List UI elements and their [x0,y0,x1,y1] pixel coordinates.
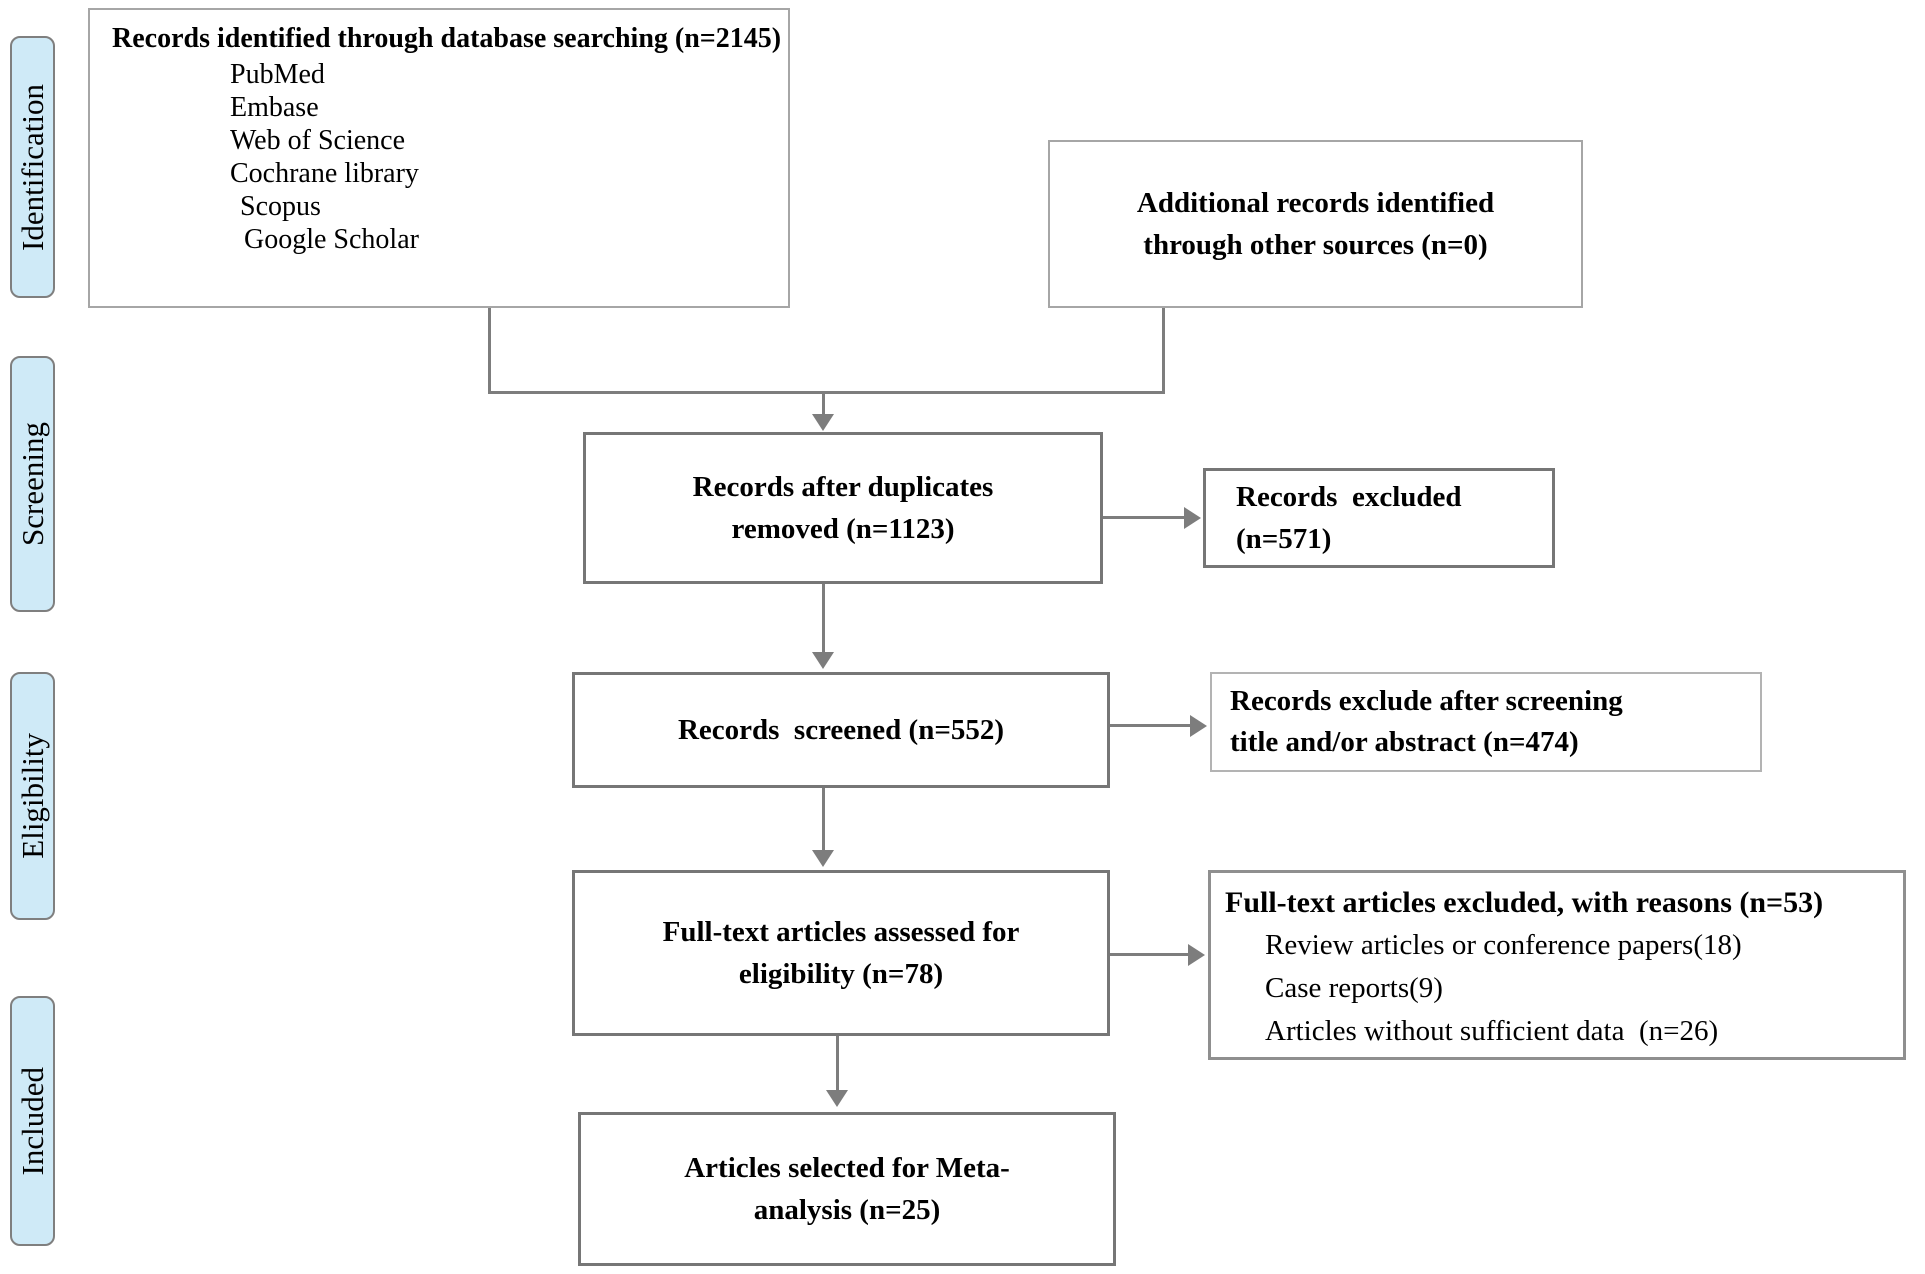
arrow-to-screening-excluded-head [1190,715,1207,737]
arrow-to-fulltext-line [822,788,825,850]
box-duplicates-removed: Records after duplicates removed (n=1123… [583,432,1103,584]
arrow-to-screened-line [822,584,825,652]
fulltext-assessed-line2: eligibility (n=78) [738,958,944,990]
source-pubmed: PubMed [230,59,325,90]
fulltext-excluded-reason-3: Articles without sufficient data (n=26) [1265,1015,1719,1047]
stage-included-label: Included [14,1066,50,1176]
duplicates-removed-line1: Records after duplicates [692,471,994,503]
box-fulltext-assessed: Full-text articles assessed for eligibil… [572,870,1110,1036]
source-google-scholar: Google Scholar [244,224,419,255]
box-records-excluded: Records excluded (n=571) [1203,468,1555,568]
arrow-to-screening-excluded-line [1110,724,1190,727]
arrow-to-fulltext-excluded-head [1188,944,1205,966]
arrow-to-screened-head [812,652,834,669]
arrow-to-meta-head [826,1090,848,1107]
stage-screening-label: Screening [14,422,50,546]
box-records-screened: Records screened (n=552) [572,672,1110,788]
box-fulltext-excluded: Full-text articles excluded, with reason… [1208,870,1906,1060]
arrow-to-fulltext-head [812,850,834,867]
arrow-to-excluded-head [1184,507,1201,529]
box-screening-excluded: Records exclude after screening title an… [1210,672,1762,772]
fulltext-excluded-reason-2: Case reports(9) [1265,972,1443,1004]
box-records-identified: Records identified through database sear… [88,8,790,308]
box-meta-analysis: Articles selected for Meta- analysis (n=… [578,1112,1116,1266]
records-excluded-line2: (n=571) [1236,523,1332,555]
stage-eligibility-label: Eligibility [14,733,50,859]
stage-included: Included [10,996,55,1246]
screening-excluded-line2: title and/or abstract (n=474) [1230,726,1579,758]
fulltext-excluded-reason-1: Review articles or conference papers(18) [1265,929,1742,961]
meta-analysis-line2: analysis (n=25) [753,1194,941,1226]
box-additional-records: Additional records identified through ot… [1048,140,1583,308]
stage-identification: Identification [10,36,55,298]
meta-analysis-line1: Articles selected for Meta- [684,1152,1010,1184]
arrow-to-excluded-line [1103,516,1184,519]
arrow-to-meta-line [836,1036,839,1092]
stage-identification-label: Identification [14,83,50,251]
stage-screening: Screening [10,356,55,612]
connector-merge-horizontal [488,391,1165,394]
records-identified-title: Records identified through database sear… [112,23,782,54]
arrow-to-duplicates-line [822,391,825,418]
screening-excluded-line1: Records exclude after screening [1230,685,1623,717]
duplicates-removed-line2: removed (n=1123) [731,513,955,545]
additional-records-line1: Additional records identified [1136,187,1495,219]
stage-eligibility: Eligibility [10,672,55,920]
records-screened-line1: Records screened (n=552) [677,714,1005,746]
arrow-to-fulltext-excluded-line [1110,953,1188,956]
fulltext-excluded-title: Full-text articles excluded, with reason… [1225,886,1824,919]
connector-additional-drop [1162,308,1165,394]
connector-identified-drop [488,308,491,394]
arrow-to-duplicates-head [812,414,834,431]
source-web-of-science: Web of Science [230,125,405,156]
additional-records-line2: through other sources (n=0) [1143,229,1488,261]
source-embase: Embase [230,92,319,123]
source-scopus: Scopus [240,191,321,222]
records-excluded-line1: Records excluded [1236,481,1462,513]
source-cochrane: Cochrane library [230,158,419,189]
fulltext-assessed-line1: Full-text articles assessed for [662,916,1020,948]
